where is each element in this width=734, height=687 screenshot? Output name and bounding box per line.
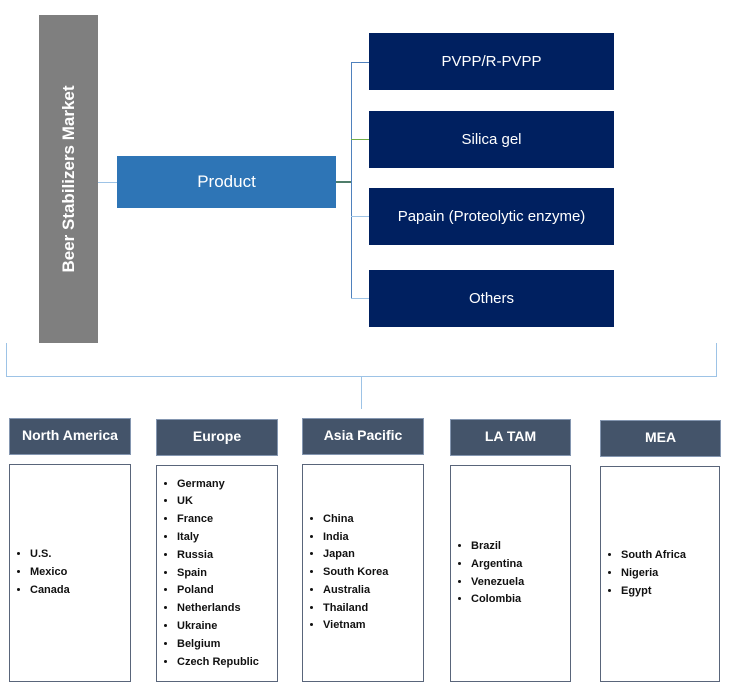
region-countries-mea: South Africa Nigeria Egypt [600,466,720,682]
region-name: North America [22,427,118,443]
product-type-label: Others [468,290,514,307]
region-countries-latam: Brazil Argentina Venezuela Colombia [450,465,571,682]
connector-product-branch [336,181,352,183]
segment-label: Product [197,172,256,191]
country-item: China [323,511,388,529]
country-item: Vietnam [323,617,388,635]
branch-vertical-line [351,62,352,299]
country-item: Belgium [177,636,259,654]
country-item: Spain [177,565,259,583]
connector-sub-1 [351,62,369,63]
country-item: Nigeria [621,565,686,583]
product-type-node: PVPP/R-PVPP [369,33,614,90]
segment-product-node: Product [117,156,336,208]
country-item: India [323,529,388,547]
region-countries-europe: Germany UK France Italy Russia Spain Pol… [156,465,278,682]
market-title: Beer Stabilizers Market [58,85,78,273]
region-bracket-right [716,343,717,377]
country-item: Ukraine [177,618,259,636]
region-bracket-stem [361,377,362,409]
country-item: Venezuela [471,574,524,592]
region-name: MEA [644,429,677,445]
connector-sub-2 [351,139,369,140]
market-root-node: Beer Stabilizers Market [39,15,98,343]
country-item: Netherlands [177,600,259,618]
country-item: Italy [177,529,259,547]
product-type-node: Papain (Proteolytic enzyme) [369,188,614,245]
region-header-latam: LA TAM [450,419,571,456]
country-item: Thailand [323,600,388,618]
product-type-label: PVPP/R-PVPP [441,53,542,70]
region-bracket-left [6,343,7,377]
country-item: Mexico [30,564,70,582]
region-name: Asia Pacific [323,427,403,443]
country-item: Colombia [471,591,524,609]
country-item: France [177,511,259,529]
country-item: Brazil [471,538,524,556]
region-bracket-bottom [6,376,717,377]
country-item: Canada [30,582,70,600]
product-type-node: Others [369,270,614,327]
country-item: South Korea [323,564,388,582]
country-item: South Africa [621,547,686,565]
country-item: Argentina [471,556,524,574]
region-name: LA TAM [484,428,537,444]
country-item: Japan [323,546,388,564]
country-item: Czech Republic [177,654,259,672]
region-header-europe: Europe [156,419,278,456]
region-countries-asia-pacific: China India Japan South Korea Australia … [302,464,424,682]
connector-sub-4 [351,298,369,299]
country-item: Russia [177,547,259,565]
country-item: Egypt [621,583,686,601]
country-item: UK [177,493,259,511]
region-name: Europe [192,428,242,444]
region-header-asia-pacific: Asia Pacific [302,418,424,455]
product-type-label: Silica gel [461,131,522,148]
product-type-node: Silica gel [369,111,614,168]
region-header-north-america: North America [9,418,131,455]
region-countries-north-america: U.S. Mexico Canada [9,464,131,682]
country-item: Australia [323,582,388,600]
country-item: Germany [177,476,259,494]
connector-root-product [98,182,117,183]
country-item: U.S. [30,546,70,564]
country-item: Poland [177,582,259,600]
region-header-mea: MEA [600,420,721,457]
product-type-label: Papain (Proteolytic enzyme) [397,208,586,225]
connector-sub-3 [351,216,369,217]
